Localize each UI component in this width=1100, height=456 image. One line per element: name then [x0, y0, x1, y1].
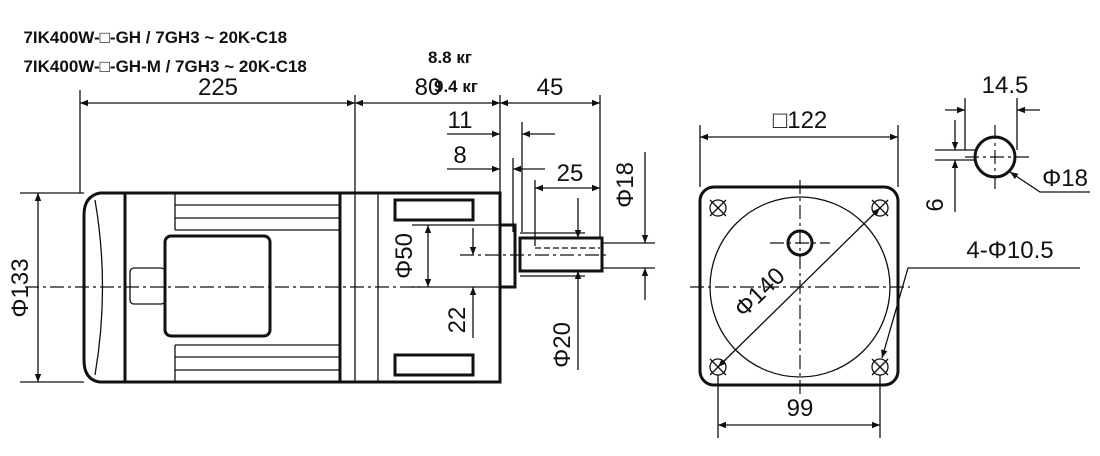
model-label: 7IK400W-□-GH-M / 7GH3 ~ 20K-C18 — [23, 57, 307, 76]
cooling-fins — [174, 193, 340, 382]
dim-45: 45 — [537, 74, 564, 101]
dim-11: 11 — [448, 107, 473, 134]
pilot-flange — [498, 223, 517, 289]
gearbox-rib — [393, 198, 475, 222]
dim-phi50: Φ50 — [391, 233, 418, 279]
dim-6: 6 — [922, 198, 949, 211]
side-view: 225 80 45 11 8 25 Φ18 Φ50 22 Φ20 Φ133 — [7, 74, 655, 384]
dim-80: 80 — [415, 74, 442, 101]
dim-14-5: 14.5 — [982, 72, 1029, 99]
dim-99: 99 — [787, 395, 814, 422]
dim-phi133: Φ133 — [7, 258, 34, 317]
dim-8: 8 — [453, 142, 466, 169]
dim-phi140: Φ140 — [729, 262, 790, 323]
header-row-1: 7IK400W-□-GH / 7GH3 ~ 20K-C18 8.8 кг — [14, 8, 472, 68]
flange-square — [698, 185, 900, 387]
dim-25: 25 — [557, 160, 584, 187]
shaft-detail: 14.5 6 Φ18 — [922, 72, 1090, 212]
dim-holes: 4-Φ10.5 — [966, 237, 1053, 264]
dim-phi18: Φ18 — [612, 162, 639, 208]
weight-label: 8.8 кг — [428, 48, 472, 67]
gearbox-rib — [393, 353, 475, 377]
header-row-2: 7IK400W-□-GH-M / 7GH3 ~ 20K-C18 9.4 кг — [14, 37, 478, 97]
dim-square-122: □122 — [773, 107, 828, 134]
model-label: 7IK400W-□-GH / 7GH3 ~ 20K-C18 — [23, 28, 288, 47]
dim-22: 22 — [444, 307, 471, 334]
cable-gland — [129, 267, 166, 305]
terminal-box — [163, 234, 272, 338]
dim-phi20: Φ20 — [549, 322, 576, 368]
dim-225: 225 — [198, 74, 238, 101]
dim-phi18-detail: Φ18 — [1042, 165, 1088, 192]
weight-label: 9.4 кг — [434, 77, 478, 96]
